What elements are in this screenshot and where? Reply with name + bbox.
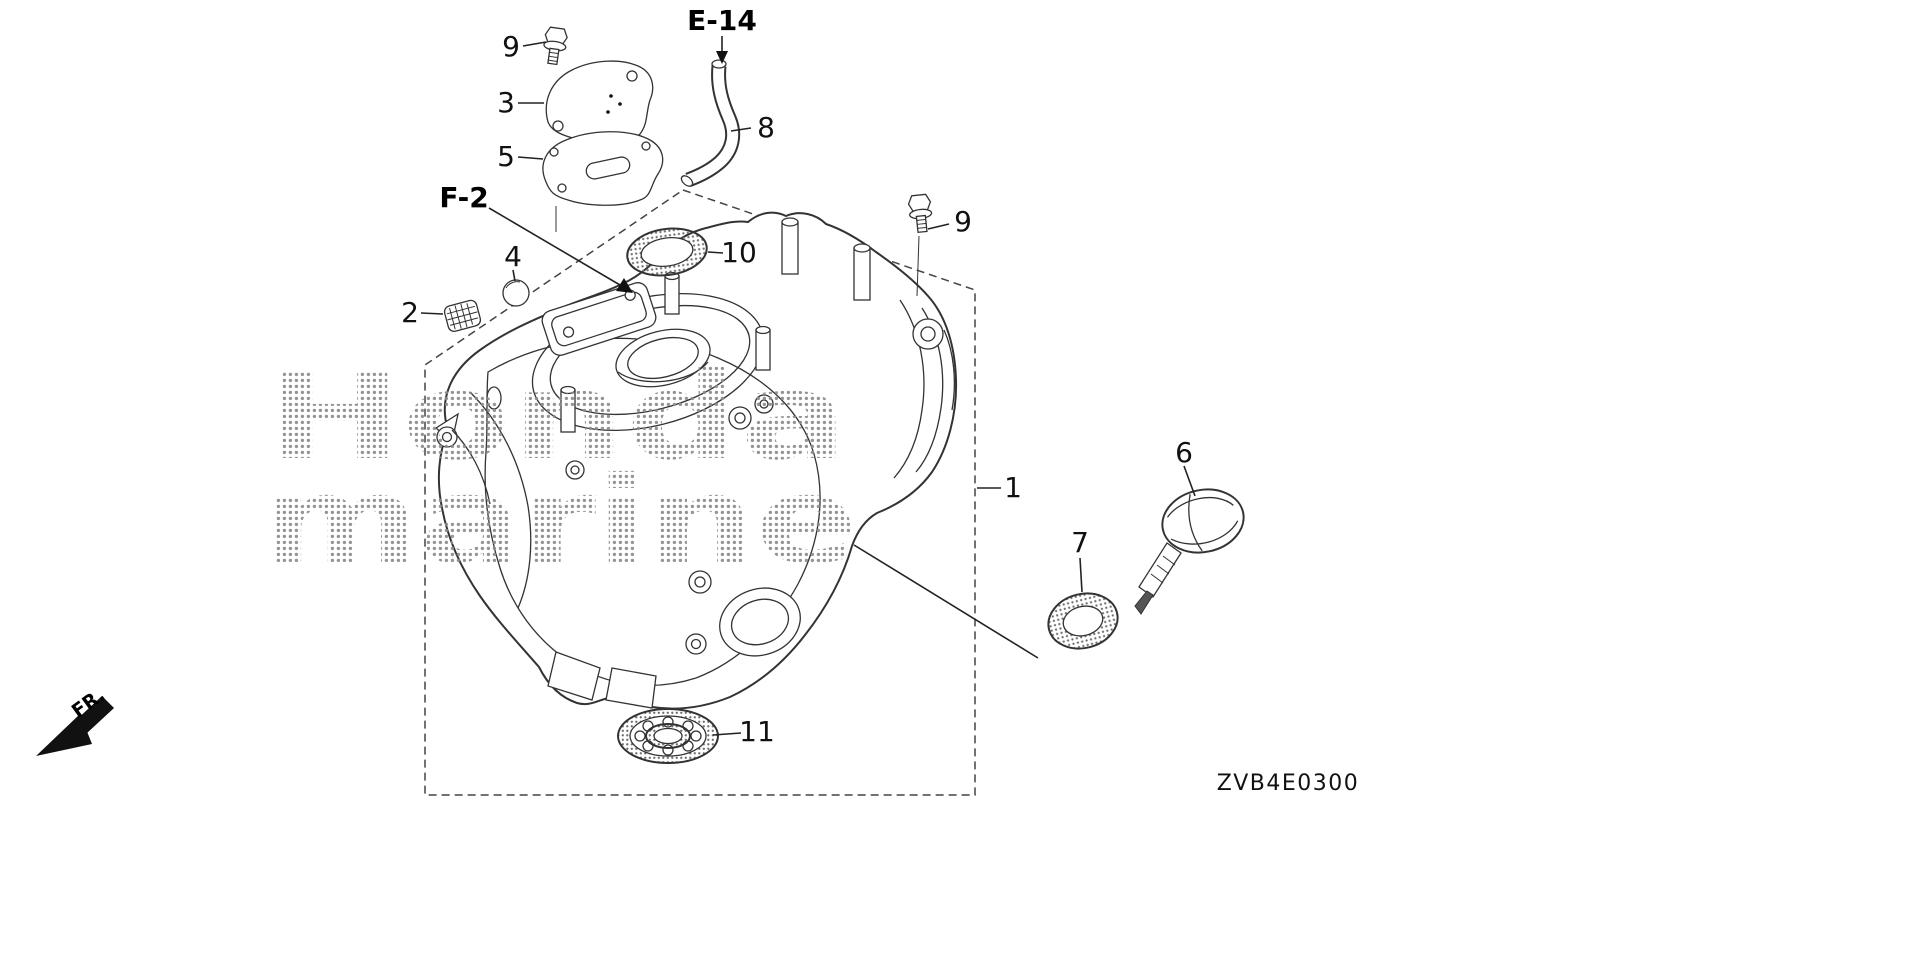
- callout-10: 10: [721, 236, 757, 269]
- part-breather-tube: [680, 59, 741, 188]
- cooling-fins: [893, 299, 956, 479]
- part-sealing-cap: [502, 279, 530, 307]
- part-flange-bolt-right: [907, 193, 933, 297]
- callout-1: 1: [1004, 471, 1022, 504]
- part-flange-bolt-upper: [543, 26, 568, 66]
- crank-chamber-flange: [484, 337, 821, 687]
- cylinder-studs: [560, 217, 871, 433]
- fr-direction-arrow: FR.: [36, 684, 114, 756]
- fr-arrow-tail: [74, 696, 114, 734]
- watermark-line1: Honda: [268, 348, 848, 487]
- leader-11: [712, 732, 742, 736]
- leader-9-right: [927, 223, 950, 230]
- part-oil-dipstick: [1134, 488, 1245, 615]
- watermark-line2: marine: [262, 452, 858, 591]
- part-breather-cover-plate: [545, 60, 654, 145]
- part-grommet: [443, 299, 482, 332]
- callout-2: 2: [401, 296, 419, 329]
- case-contour-line: [469, 391, 532, 609]
- f2-arrow-line: [488, 207, 621, 286]
- side-port: [719, 587, 801, 657]
- cylinder-bore-inner: [627, 336, 699, 380]
- part-code: ZVB4E0300: [1217, 771, 1360, 796]
- bolt-bosses: [434, 386, 774, 655]
- callout-11: 11: [739, 715, 775, 748]
- ref-label-e14: E-14: [687, 4, 757, 37]
- part-cylinder-barrel-drawing: [434, 211, 958, 710]
- callout-9-upper: 9: [502, 30, 520, 63]
- callout-4: 4: [504, 240, 522, 273]
- watermark: Honda marine: [262, 348, 858, 591]
- ref-label-f2: F-2: [439, 181, 488, 214]
- mounting-feet: [547, 651, 657, 709]
- callout-8: 8: [757, 111, 775, 144]
- callout-7: 7: [1071, 526, 1089, 559]
- leader-6: [1183, 465, 1196, 497]
- leader-10: [707, 251, 724, 254]
- callout-9-right: 9: [954, 205, 972, 238]
- f2-arrowhead: [616, 278, 633, 293]
- leader-5: [517, 156, 544, 160]
- callout-5: 5: [497, 140, 515, 173]
- part-ball-bearing: [617, 708, 719, 764]
- part-seal-ring: [626, 227, 708, 277]
- part-breather-gasket: [542, 131, 664, 232]
- part-oil-seal: [1047, 592, 1119, 650]
- leader-7: [1079, 557, 1083, 593]
- callout-3: 3: [497, 86, 515, 119]
- leader-8: [730, 127, 752, 132]
- leader-4: [512, 269, 516, 282]
- leader-7-long: [853, 544, 1039, 659]
- callout-labels: 9 3 5 8 4 2 10 9 1 6 7 11 E-14 F-2: [401, 4, 1193, 748]
- leader-lines: [420, 36, 1196, 736]
- leader-9-upper: [522, 41, 547, 47]
- callout-6: 6: [1175, 436, 1193, 469]
- bore-depth-line: [617, 361, 709, 383]
- cylinder-bore-outer: [615, 328, 711, 388]
- case-contour-line-2: [451, 429, 491, 505]
- leader-2: [420, 312, 444, 315]
- breather-mount-pad: [541, 282, 657, 356]
- e14-arrowhead: [716, 51, 728, 64]
